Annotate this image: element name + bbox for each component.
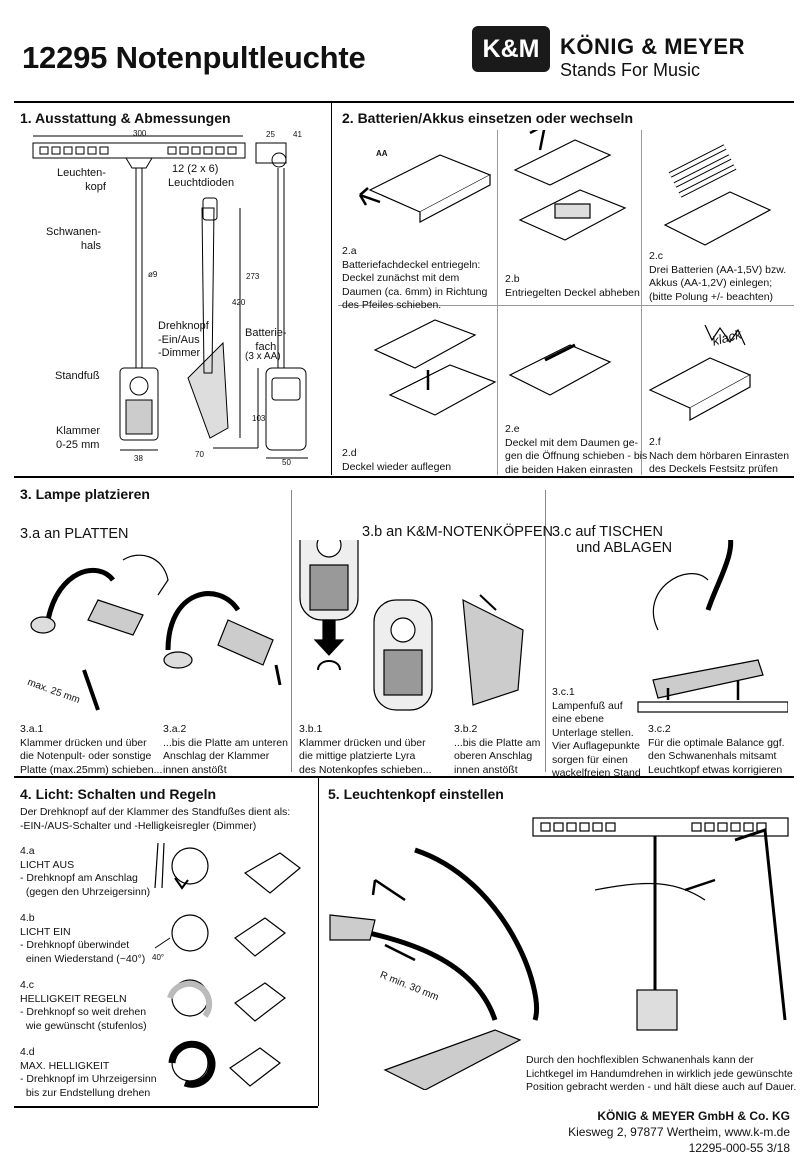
footer: KÖNIG & MEYER GmbH & Co. KG Kiesweg 2, 9… <box>568 1108 790 1156</box>
battery-illustrations <box>358 130 772 422</box>
step-2d: 2.d Deckel wieder auflegen <box>342 447 452 473</box>
step-2c: 2.c Drei Batterien (AA-1,5V) bzw. Akkus … <box>649 250 787 303</box>
divider <box>14 1106 318 1108</box>
heading-3a: 3.a an PLATTEN <box>20 526 129 542</box>
label-3xaa: (3 x AA) <box>245 351 281 362</box>
heading-3b: 3.b an K&M-NOTENKÖPFEN <box>362 524 553 540</box>
label-schwanenhals: Schwanen- hals <box>46 226 102 252</box>
brand-name: KÖNIG & MEYER <box>560 34 745 59</box>
dimensions-drawing <box>32 135 308 459</box>
section-2-title: 2. Batterien/Akkus einsetzen oder wechse… <box>342 110 633 126</box>
dim-420: 420 <box>232 298 246 307</box>
divider <box>338 305 794 306</box>
section-4-intro: Der Drehknopf auf der Klammer des Standf… <box>20 806 291 832</box>
footer-company: KÖNIG & MEYER GmbH & Co. KG <box>597 1109 790 1123</box>
dim-41: 41 <box>293 130 302 139</box>
label-batteriefach: Batterie- fach <box>245 327 287 353</box>
section-4-title: 4. Licht: Schalten und Regeln <box>20 786 217 802</box>
label-klammer: Klammer 0-25 mm <box>56 425 101 451</box>
step-3b2: 3.b.2 ...bis die Platte am oberen Anschl… <box>454 723 541 776</box>
km-logo: K&M <box>472 26 550 72</box>
label-drehknopf: Drehknopf -Ein/Aus -Dimmer <box>158 320 209 359</box>
divider <box>545 490 546 772</box>
step-4c: 4.c HELLIGKEIT REGELN - Drehknopf so wei… <box>20 979 147 1032</box>
section-3-title: 3. Lampe platzieren <box>20 486 150 502</box>
divider <box>14 476 794 478</box>
placement-illustrations <box>30 540 788 713</box>
step-2a: 2.a Batteriefachdeckel entriegeln: Decke… <box>342 245 488 311</box>
step-4d: 4.d MAX. HELLIGKEIT - Drehknopf im Uhrze… <box>20 1046 157 1099</box>
step-2f: 2.f Nach dem hörbaren Einrasten des Deck… <box>649 436 790 475</box>
section-1-title: 1. Ausstattung & Abmessungen <box>20 110 231 126</box>
angle-40-label: 40° <box>152 953 165 962</box>
divider <box>318 776 319 1106</box>
footer-address: Kiesweg 2, 97877 Wertheim, www.k-m.de <box>568 1125 790 1139</box>
divider <box>14 101 794 103</box>
step-4a: 4.a LICHT AUS - Drehknopf am Anschlag (g… <box>20 845 151 898</box>
divider <box>641 130 642 475</box>
brand-tagline: Stands For Music <box>560 60 701 80</box>
step-3c2: 3.c.2 Für die optimale Balance ggf. den … <box>648 723 785 776</box>
step-2b: 2.b Entriegelten Deckel abheben <box>505 273 640 299</box>
head-adjustment-illustration <box>329 817 789 1090</box>
dim-300: 300 <box>133 129 147 138</box>
divider <box>331 101 332 475</box>
section-5-text: Durch den hochflexiblen Schwanenhals kan… <box>526 1054 797 1093</box>
heading-3c: 3.c auf TISCHEN und ABLAGEN <box>552 524 673 556</box>
step-3b1: 3.b.1 Klammer drücken und über die mitti… <box>299 723 432 776</box>
divider <box>291 490 292 772</box>
aa-label: AA <box>376 149 388 158</box>
step-3c1: 3.c.1 Lampenfuß auf eine ebene Unterlage… <box>552 686 641 779</box>
dim-70: 70 <box>195 450 204 459</box>
step-3a1: 3.a.1 Klammer drücken und über die Noten… <box>20 723 163 776</box>
section-5-title: 5. Leuchtenkopf einstellen <box>328 786 504 802</box>
led-count: 12 (2 x 6) <box>172 163 219 175</box>
step-2e: 2.e Deckel mit dem Daumen ge- gen die Öf… <box>505 423 648 476</box>
dim-50: 50 <box>282 458 291 467</box>
dim-25: 25 <box>266 130 275 139</box>
label-leuchtenkopf: Leuchten- kopf <box>57 167 106 193</box>
document-title: 12295 Notenpultleuchte <box>22 40 366 75</box>
dim-38: 38 <box>134 454 143 463</box>
dim-273: 273 <box>246 272 260 281</box>
dim-9: ø9 <box>148 270 158 279</box>
dim-103: 103 <box>252 414 266 423</box>
label-standfuss: Standfuß <box>55 370 100 382</box>
dimmer-illustrations <box>154 842 301 1088</box>
divider <box>497 130 498 475</box>
label-leuchtdioden: Leuchtdioden <box>168 177 235 189</box>
divider <box>14 776 794 778</box>
step-4b: 4.b LICHT EIN - Drehknopf überwindet ein… <box>20 912 146 965</box>
step-3a2: 3.a.2 ...bis die Platte am unteren Ansch… <box>163 723 288 776</box>
footer-code: 12295-000-55 3/18 <box>688 1141 790 1155</box>
